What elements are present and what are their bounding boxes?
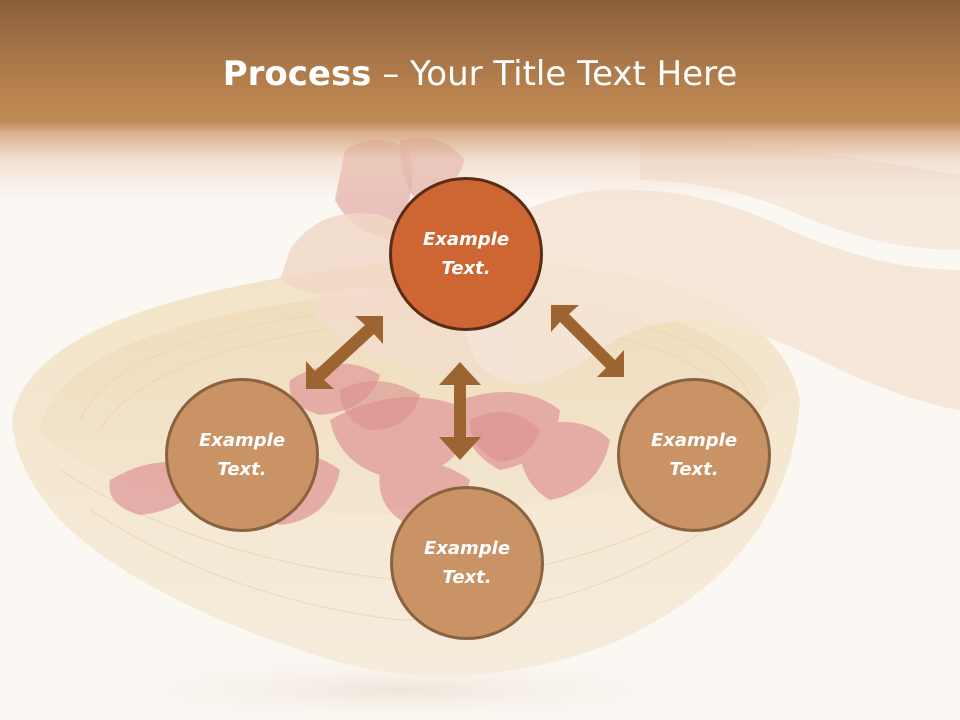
node-text-line1: Example [198, 430, 286, 451]
title-bold: Process [222, 54, 372, 94]
process-node-top[interactable]: Example Text. [389, 177, 543, 331]
node-text-line1: Example [650, 430, 738, 451]
node-text-line2: Text. [442, 567, 492, 588]
process-node-bottom[interactable]: Example Text. [390, 486, 544, 640]
double-arrow-vertical [439, 362, 481, 460]
process-node-left[interactable]: Example Text. [165, 378, 319, 532]
double-arrow-top-right [551, 305, 624, 377]
title-rest: – Your Title Text Here [371, 54, 738, 94]
slide-title: Process – Your Title Text Here [0, 52, 960, 96]
node-text-line2: Text. [441, 258, 491, 279]
node-text-line1: Example [422, 229, 510, 250]
node-text-line1: Example [423, 538, 511, 559]
header-band [0, 0, 960, 200]
node-text-line2: Text. [669, 459, 719, 480]
process-node-right[interactable]: Example Text. [617, 378, 771, 532]
node-text-line2: Text. [217, 459, 267, 480]
double-arrow-top-left [306, 316, 383, 389]
